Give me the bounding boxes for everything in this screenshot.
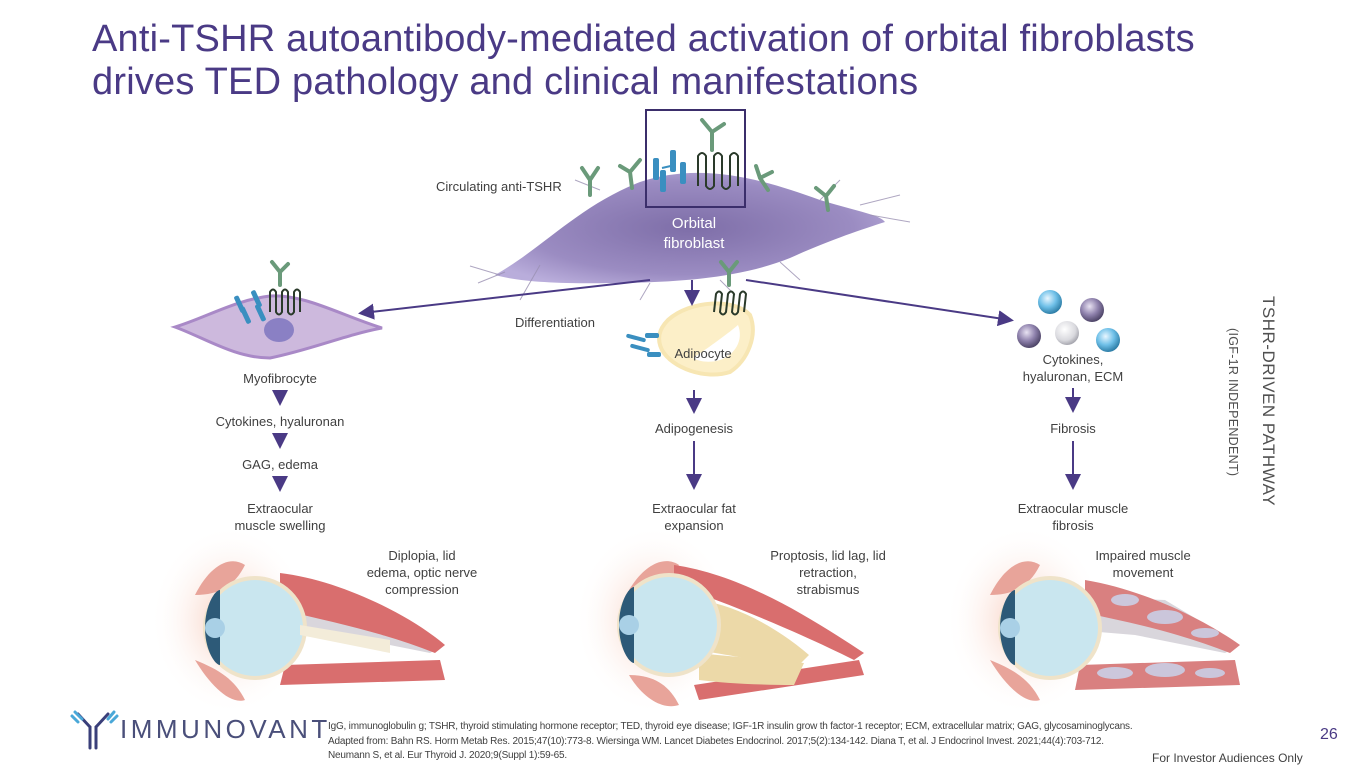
middle-outcome-line-2: expansion [664, 518, 724, 533]
antibody-icon [700, 118, 726, 152]
left-symptoms-line-2: edema, optic nerve [366, 565, 478, 580]
left-outcome-line-1: Extraocular [247, 501, 313, 516]
left-outcome-label: Extraocular muscle swelling [200, 500, 360, 534]
myofibrocyte-illustration [170, 288, 383, 360]
orbital-fibroblast-label: Orbital fibroblast [644, 214, 744, 254]
footnotes: IgG, immunoglobulin g; TSHR, thyroid sti… [328, 720, 1318, 764]
orbital-fibroblast-label-line-1: Orbital [671, 215, 717, 232]
circulating-anti-tshr-label: Circulating anti-TSHR [436, 179, 562, 194]
immunovant-logo-icon [70, 710, 119, 750]
right-symptoms-line-1: Impaired muscle [1095, 548, 1191, 563]
left-step-gag-edema-label: GAG, edema [242, 457, 318, 472]
slide-title-line-1: Anti-TSHR autoantibody-mediated activati… [92, 18, 1195, 60]
middle-symptoms-label: Proptosis, lid lag, lid retraction, stra… [753, 547, 903, 598]
eye-illustration-muscle-swelling [150, 525, 445, 715]
footnote-abbreviations: IgG, immunoglobulin g; TSHR, thyroid sti… [328, 721, 1133, 732]
middle-outcome-label: Extraocular fat expansion [614, 500, 774, 534]
antibody-icon [580, 166, 600, 197]
middle-symptoms-line-2: retraction, [799, 565, 857, 580]
left-step-cytokines-label: Cytokines, hyaluronan [215, 414, 345, 429]
eye-illustration-muscle-fibrosis [945, 525, 1240, 715]
cytokine-orbs-illustration [1017, 290, 1120, 352]
antibody-icon [814, 184, 836, 212]
antibody-icon [719, 260, 739, 287]
middle-outcome-line-1: Extraocular fat [652, 501, 736, 516]
differentiation-label: Differentiation [515, 315, 595, 330]
orbital-fibroblast-label-line-2: fibroblast [663, 235, 725, 252]
footnote-references-1: Adapted from: Bahn RS. Horm Metab Res. 2… [328, 735, 1104, 747]
right-outcome-label: Extraocular muscle fibrosis [993, 500, 1153, 534]
adipogenesis-label: Adipogenesis [654, 421, 734, 436]
left-outcome-line-2: muscle swelling [234, 518, 326, 533]
right-outcome-line-2: fibrosis [1052, 518, 1094, 533]
tshr-highlight-box [645, 109, 746, 208]
tshr-receptor-icon [697, 152, 739, 190]
cytokines-ecm-line-1: Cytokines, [1042, 352, 1104, 367]
audience-note: For Investor Audiences Only [1152, 751, 1303, 765]
slide-title: Anti-TSHR autoantibody-mediated activati… [92, 18, 1252, 104]
antibody-icon [618, 158, 642, 190]
right-symptoms-line-2: movement [1112, 565, 1174, 580]
middle-symptoms-line-3: strabismus [796, 582, 860, 597]
right-outcome-line-1: Extraocular muscle [1017, 501, 1129, 516]
arrow-to-cytokines [745, 279, 1014, 327]
pathway-side-sublabel: (IGF-1R INDEPENDENT) [1226, 328, 1240, 477]
myofibrocyte-label: Myofibrocyte [243, 371, 317, 386]
left-symptoms-label: Diplopia, lid edema, optic nerve compres… [352, 547, 492, 598]
footnote-references-2: Neumann S, et al. Eur Thyroid J. 2020;9(… [328, 750, 567, 761]
left-symptoms-line-1: Diplopia, lid [388, 548, 456, 563]
slide-title-line-2: drives TED pathology and clinical manife… [92, 61, 919, 103]
right-symptoms-label: Impaired muscle movement [1078, 547, 1208, 581]
igf1r-receptor-icon [653, 150, 686, 192]
antibody-icon [754, 164, 774, 192]
eye-illustration-fat-expansion [574, 525, 864, 715]
cytokines-ecm-label: Cytokines, hyaluronan, ECM [998, 351, 1148, 385]
adipocyte-label: Adipocyte [674, 346, 732, 361]
middle-symptoms-line-1: Proptosis, lid lag, lid [770, 548, 886, 563]
antibody-icon [270, 260, 290, 287]
pathway-side-label: TSHR-DRIVEN PATHWAY [1259, 296, 1278, 507]
page-number: 26 [1320, 726, 1338, 743]
left-symptoms-line-3: compression [385, 582, 459, 597]
adipocyte-illustration [626, 290, 755, 377]
brand-logo-text: IMMUNOVANT [120, 714, 331, 744]
fibrosis-label: Fibrosis [1050, 421, 1096, 436]
cytokines-ecm-line-2: hyaluronan, ECM [1022, 369, 1124, 384]
arrow-to-myofibrocyte [358, 279, 651, 320]
